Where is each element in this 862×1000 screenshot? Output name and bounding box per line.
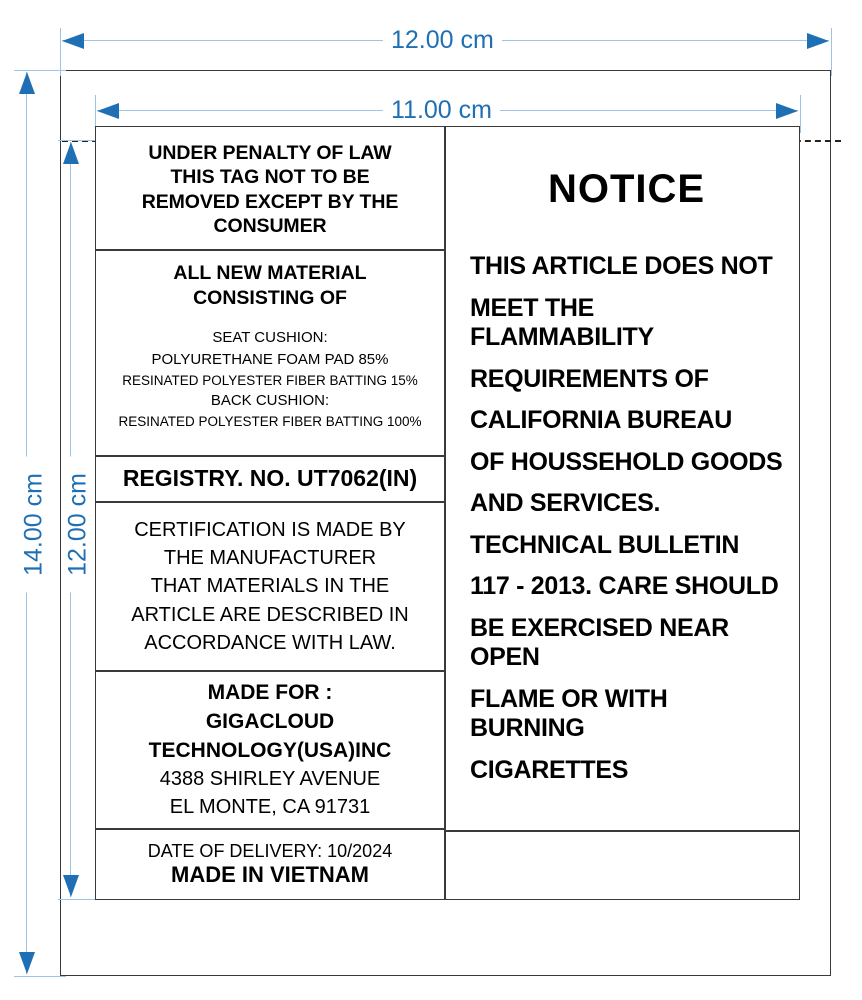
dim-label-overall-width: 12.00 cm bbox=[383, 28, 502, 53]
ext-line-label-height-top bbox=[58, 140, 98, 141]
penalty-line-2: THIS TAG NOT TO BE bbox=[170, 166, 370, 189]
certification-block: CERTIFICATION IS MADE BY THE MANUFACTURE… bbox=[96, 503, 444, 673]
registry-number-text: REGISTRY. NO. UT7062(IN) bbox=[122, 465, 418, 492]
penalty-line-3: REMOVED EXCEPT BY THE bbox=[141, 190, 399, 213]
notice-line-11: CIGARETTES bbox=[470, 755, 629, 784]
dim-label-label-width: 11.00 cm bbox=[383, 98, 500, 123]
ext-line-label-width-left bbox=[95, 95, 96, 133]
material-heading-line-1: ALL NEW MATERIAL bbox=[173, 261, 367, 284]
date-of-delivery: DATE OF DELIVERY: 10/2024 bbox=[147, 840, 393, 861]
notice-title: NOTICE bbox=[547, 167, 706, 211]
certification-line-3: THAT MATERIALS IN THE bbox=[150, 575, 390, 598]
dim-arrow-label-width-left bbox=[97, 103, 119, 119]
notice-line-1: THIS ARTICLE DOES NOT bbox=[470, 252, 773, 280]
material-heading: ALL NEW MATERIAL CONSISTING OF bbox=[173, 261, 366, 312]
material-line-back-cushion: BACK CUSHION: bbox=[210, 392, 330, 410]
dim-arrow-label-width-right bbox=[776, 103, 798, 119]
dim-label-label-height: 12.00 cm bbox=[64, 456, 92, 593]
furniture-law-label: UNDER PENALTY OF LAW THIS TAG NOT TO BE … bbox=[95, 126, 800, 900]
ext-line-overall-height-top bbox=[14, 70, 66, 71]
origin-block: DATE OF DELIVERY: 10/2024 MADE IN VIETNA… bbox=[96, 830, 444, 899]
notice-line-7: TECHNICAL BULLETIN bbox=[470, 530, 740, 559]
material-composition-block: ALL NEW MATERIAL CONSISTING OF SEAT CUSH… bbox=[96, 251, 444, 457]
notice-line-9: BE EXERCISED NEAR OPEN bbox=[470, 613, 729, 672]
dim-arrow-overall-height-top bbox=[19, 72, 35, 94]
penalty-line-4: CONSUMER bbox=[213, 215, 327, 238]
notice-line-6: AND SERVICES. bbox=[470, 489, 661, 517]
notice-footer-empty-cell bbox=[446, 832, 799, 899]
country-of-origin: MADE IN VIETNAM bbox=[171, 862, 369, 888]
material-line-foam-pad: POLYURETHANE FOAM PAD 85% bbox=[151, 351, 389, 369]
registry-number-block: REGISTRY. NO. UT7062(IN) bbox=[96, 457, 444, 503]
made-for-label: MADE FOR : bbox=[207, 681, 333, 705]
label-right-column: NOTICE THIS ARTICLE DOES NOT MEET THE FL… bbox=[446, 127, 799, 899]
ext-line-overall-width-right bbox=[831, 28, 832, 76]
made-for-address-street: 4388 SHIRLEY AVENUE bbox=[159, 768, 381, 791]
notice-line-10: FLAME OR WITH BURNING bbox=[470, 684, 668, 743]
certification-line-1: CERTIFICATION IS MADE BY bbox=[134, 518, 406, 541]
material-line-seat-cushion: SEAT CUSHION: bbox=[212, 329, 328, 347]
made-for-company-line-2: TECHNOLOGY(USA)INC bbox=[148, 739, 392, 763]
notice-line-4: CALIFORNIA BUREAU bbox=[470, 406, 733, 434]
notice-line-2: MEET THE FLAMMABILITY bbox=[470, 293, 654, 352]
ext-line-overall-height-bottom bbox=[14, 976, 66, 977]
penalty-line-1: UNDER PENALTY OF LAW bbox=[148, 142, 392, 165]
certification-line-2: THE MANUFACTURER bbox=[163, 546, 377, 569]
dim-arrow-label-height-bottom bbox=[63, 875, 79, 897]
notice-line-8: 117 - 2013. CARE SHOULD bbox=[470, 572, 779, 600]
material-lines: SEAT CUSHION: POLYURETHANE FOAM PAD 85% … bbox=[118, 327, 421, 431]
ext-line-label-height-bottom bbox=[58, 899, 98, 900]
label-left-column: UNDER PENALTY OF LAW THIS TAG NOT TO BE … bbox=[96, 127, 446, 899]
dim-label-overall-height: 14.00 cm bbox=[20, 456, 48, 593]
material-line-batting-15: RESINATED POLYESTER FIBER BATTING 15% bbox=[122, 372, 418, 388]
notice-line-5: OF HOUSSEHOLD GOODS bbox=[470, 447, 783, 476]
ext-line-label-width-right bbox=[800, 95, 801, 133]
made-for-address-city: EL MONTE, CA 91731 bbox=[169, 795, 371, 818]
penalty-notice-block: UNDER PENALTY OF LAW THIS TAG NOT TO BE … bbox=[96, 127, 444, 251]
dim-arrow-overall-width-right bbox=[807, 33, 829, 49]
made-for-company-line-1: GIGACLOUD bbox=[205, 710, 335, 734]
material-line-batting-100: RESINATED POLYESTER FIBER BATTING 100% bbox=[118, 414, 422, 430]
dim-arrow-overall-height-bottom bbox=[19, 952, 35, 974]
notice-body: THIS ARTICLE DOES NOT MEET THE FLAMMABIL… bbox=[470, 252, 783, 785]
notice-block: NOTICE THIS ARTICLE DOES NOT MEET THE FL… bbox=[446, 127, 799, 832]
material-heading-line-2: CONSISTING OF bbox=[193, 286, 347, 309]
dim-arrow-overall-width-left bbox=[62, 33, 84, 49]
notice-line-3: REQUIREMENTS OF bbox=[470, 364, 709, 393]
made-for-block: MADE FOR : GIGACLOUD TECHNOLOGY(USA)INC … bbox=[96, 672, 444, 831]
ext-line-overall-width-left bbox=[60, 28, 61, 76]
certification-line-4: ARTICLE ARE DESCRIBED IN bbox=[131, 603, 409, 626]
dim-arrow-label-height-top bbox=[63, 142, 79, 164]
certification-line-5: ACCORDANCE WITH LAW. bbox=[144, 632, 396, 655]
